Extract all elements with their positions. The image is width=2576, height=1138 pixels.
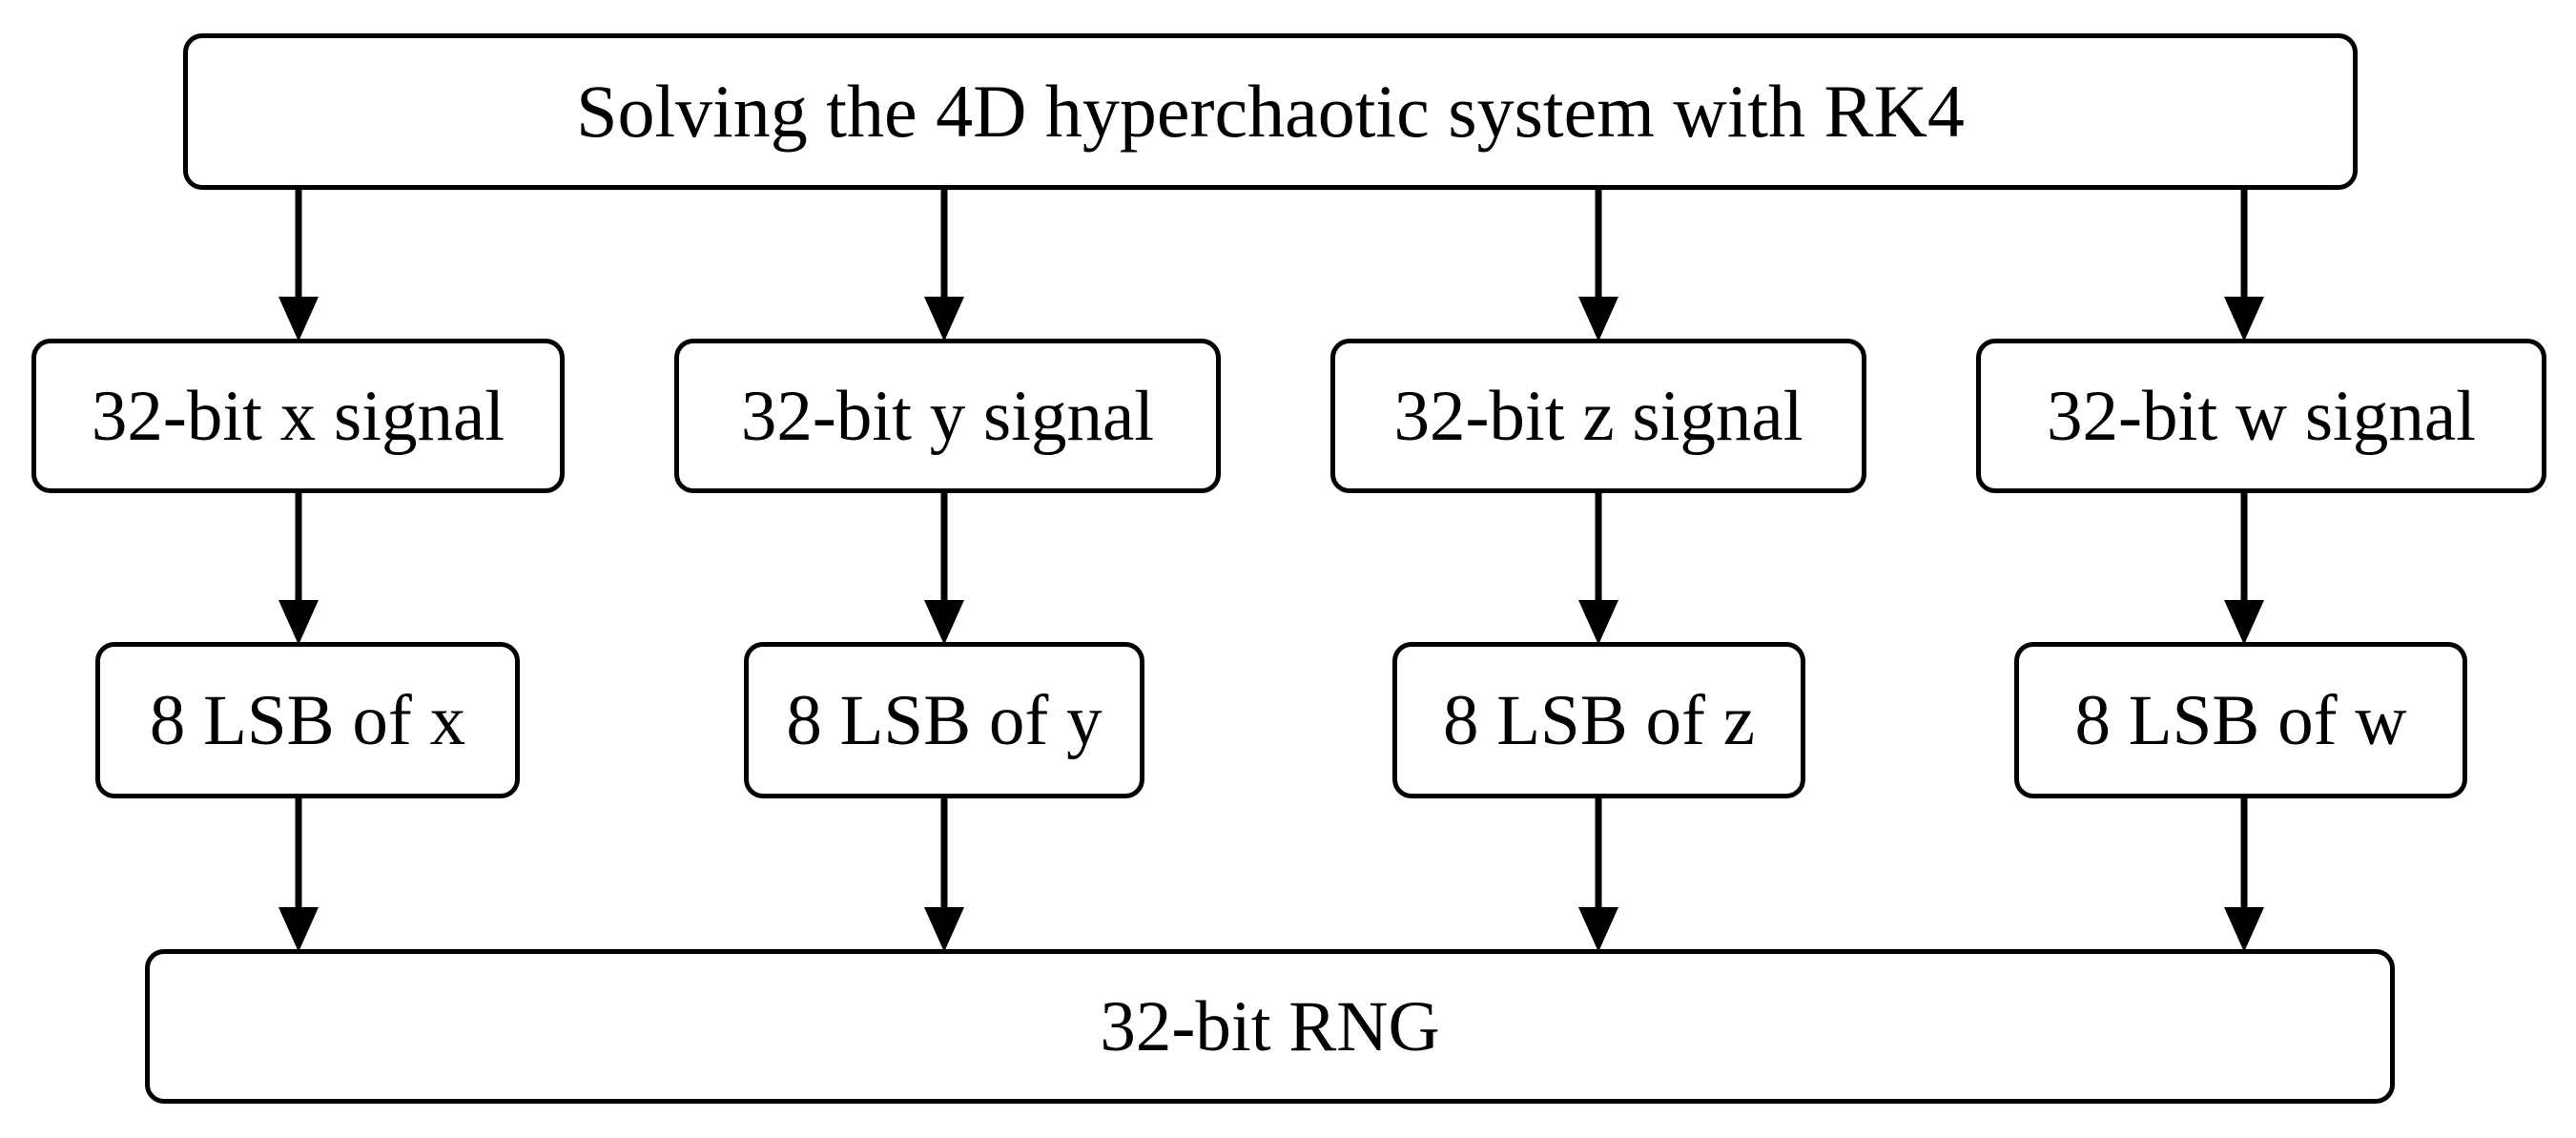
node-lsb-z: 8 LSB of z [1392,642,1805,798]
arrow-signal-y-to-lsb-y [924,491,964,645]
node-lsb-y: 8 LSB of y [744,642,1144,798]
arrow-lsb-w-to-rng [2224,797,2264,952]
arrow-solver-to-signal-y [924,188,964,341]
node-signal-z: 32-bit z signal [1330,339,1866,493]
arrow-solver-to-signal-w [2224,188,2264,341]
node-signal-w: 32-bit w signal [1976,339,2546,493]
arrow-solver-to-signal-z [1578,188,1618,341]
arrow-lsb-y-to-rng [924,797,964,952]
arrow-lsb-z-to-rng [1578,797,1618,952]
arrow-signal-w-to-lsb-w [2224,491,2264,645]
node-lsb-x: 8 LSB of x [95,642,520,798]
node-lsb-w: 8 LSB of w [2014,642,2467,798]
node-rng: 32-bit RNG [145,949,2395,1104]
node-signal-x: 32-bit x signal [31,339,565,493]
arrow-signal-x-to-lsb-x [278,491,319,645]
node-signal-y: 32-bit y signal [674,339,1221,493]
arrow-lsb-x-to-rng [278,797,319,952]
arrow-solver-to-signal-x [278,188,319,341]
arrow-signal-z-to-lsb-z [1578,491,1618,645]
node-solver: Solving the 4D hyperchaotic system with … [183,33,2358,190]
